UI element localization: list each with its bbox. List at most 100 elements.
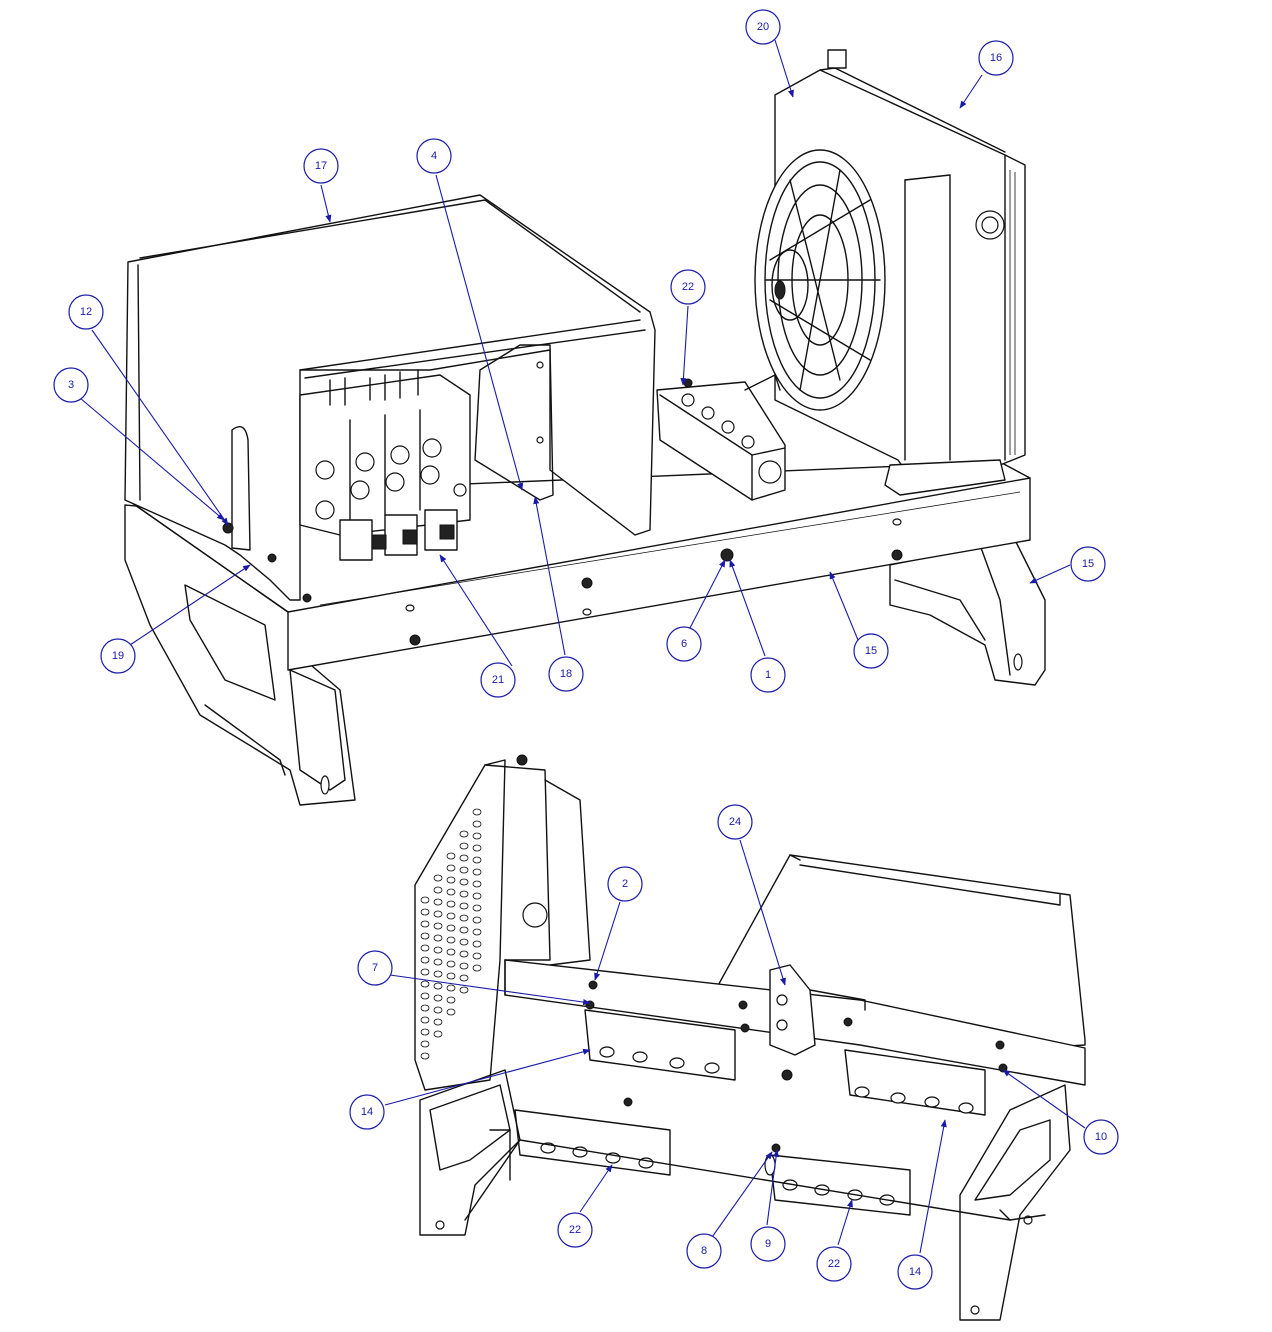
grille-slot — [472, 952, 482, 960]
grille-slot — [420, 908, 430, 916]
grille-slot — [420, 1040, 430, 1048]
grille-slot — [459, 974, 469, 982]
callout-14-right: 14 — [897, 1254, 933, 1290]
svg-text:15: 15 — [865, 645, 877, 657]
grille-slot — [446, 876, 456, 884]
grille-slot — [446, 996, 456, 1004]
callout-19: 19 — [100, 638, 136, 674]
grille-slot — [420, 1028, 430, 1036]
grille-slot — [433, 1006, 443, 1014]
grille-slot — [433, 1030, 443, 1038]
callout-7: 7 — [357, 950, 393, 986]
valve-block — [769, 964, 866, 1081]
grille-slot — [420, 920, 430, 928]
grille-slot — [472, 820, 482, 828]
manifold-upper-left — [584, 1009, 736, 1081]
callout-9: 9 — [750, 1226, 786, 1262]
grille-slot — [446, 864, 456, 872]
grille-slot — [472, 892, 482, 900]
grille-slot — [420, 896, 430, 904]
grille-slot — [420, 1004, 430, 1012]
grille-slot — [446, 1008, 456, 1016]
grille-slot — [472, 832, 482, 840]
cooler-grille — [414, 754, 591, 1091]
grille-slot — [459, 878, 469, 886]
callout-10: 10 — [1083, 1119, 1119, 1155]
callout-20: 20 — [745, 9, 781, 45]
grille-slot — [459, 962, 469, 970]
svg-text:15: 15 — [1082, 558, 1094, 570]
svg-text:14: 14 — [909, 1266, 921, 1278]
valve-bank — [299, 369, 471, 561]
svg-text:18: 18 — [560, 668, 572, 680]
top-view-assembly — [124, 49, 1046, 806]
callout-2: 2 — [607, 866, 643, 902]
grille-slot — [459, 890, 469, 898]
grille-slot — [446, 852, 456, 860]
right-mounting-bracket — [889, 539, 1046, 686]
grille-slot — [459, 902, 469, 910]
callout-17: 17 — [303, 148, 339, 184]
grille-slot — [433, 970, 443, 978]
svg-text:19: 19 — [112, 650, 124, 662]
leader-lines — [79, 39, 1086, 1254]
callout-8: 8 — [686, 1233, 722, 1269]
grille-slot — [459, 866, 469, 874]
manifold-lower-left — [514, 1097, 671, 1176]
grille-slot — [420, 956, 430, 964]
callout-24: 24 — [717, 804, 753, 840]
grille-slot — [420, 968, 430, 976]
grille-slot — [459, 854, 469, 862]
manifold-block — [656, 378, 786, 501]
callout-1: 1 — [750, 657, 786, 693]
grille-slot — [472, 856, 482, 864]
grille-slot — [446, 888, 456, 896]
bottom-frame-right — [959, 1084, 1071, 1321]
grille-slot — [459, 842, 469, 850]
grille-slot — [420, 992, 430, 1000]
grille-slot — [472, 928, 482, 936]
bottom-frame-left — [419, 1069, 1011, 1236]
grille-slot — [446, 924, 456, 932]
manifold-upper-right — [844, 1049, 986, 1116]
callout-4: 4 — [416, 138, 452, 174]
grille-slot — [459, 950, 469, 958]
svg-text:10: 10 — [1095, 1131, 1107, 1143]
grille-slot — [446, 960, 456, 968]
grille-slot — [459, 986, 469, 994]
grille-slot — [459, 830, 469, 838]
callout-18: 18 — [548, 656, 584, 692]
callout-15-right: 15 — [1070, 546, 1106, 582]
grille-slot — [420, 1016, 430, 1024]
grille-slot — [420, 980, 430, 988]
grille-slot — [433, 946, 443, 954]
svg-text:3: 3 — [68, 379, 74, 391]
svg-text:22: 22 — [682, 281, 694, 293]
grille-slot — [472, 916, 482, 924]
svg-text:21: 21 — [492, 674, 504, 686]
svg-text:2: 2 — [622, 878, 628, 890]
grille-slot — [472, 964, 482, 972]
grille-slot — [433, 1018, 443, 1026]
grille-slot — [433, 922, 443, 930]
grille-slot — [446, 912, 456, 920]
callout-22-left: 22 — [557, 1212, 593, 1248]
grille-slot — [472, 904, 482, 912]
svg-text:17: 17 — [315, 160, 327, 172]
callout-16: 16 — [978, 40, 1014, 76]
callout-12: 12 — [68, 294, 104, 330]
grille-slot — [420, 1052, 430, 1060]
svg-text:16: 16 — [990, 52, 1002, 64]
svg-text:6: 6 — [681, 638, 687, 650]
svg-text:12: 12 — [80, 306, 92, 318]
callout-22-right: 22 — [816, 1246, 852, 1282]
callout-22-top: 22 — [670, 269, 706, 305]
grille-slot — [433, 982, 443, 990]
grille-slot — [472, 808, 482, 816]
svg-text:22: 22 — [569, 1224, 581, 1236]
manifold-lower-right — [764, 1143, 911, 1216]
grille-slot — [433, 898, 443, 906]
oil-cooler — [744, 49, 1026, 496]
grille-slot — [472, 868, 482, 876]
